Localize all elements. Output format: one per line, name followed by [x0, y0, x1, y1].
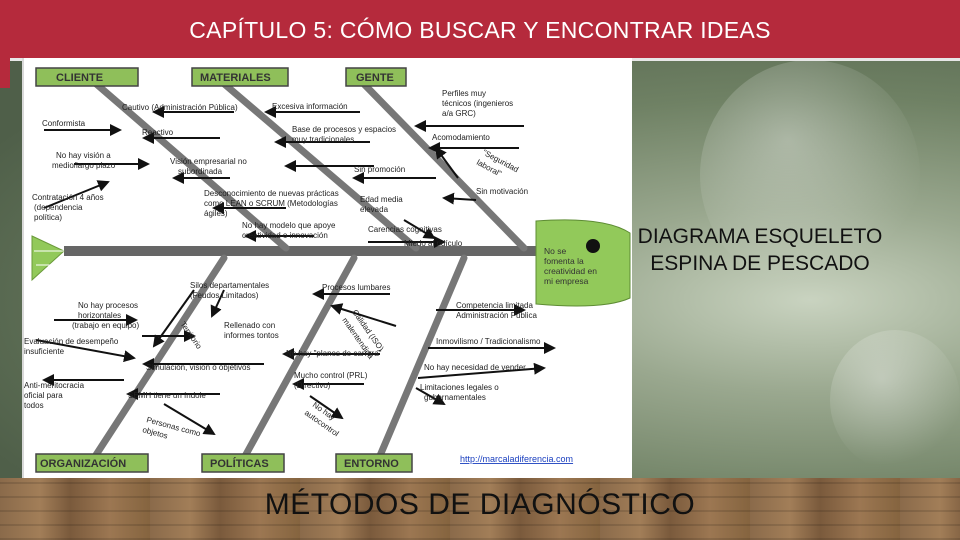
- cause-label: muy tradicionales: [292, 135, 354, 144]
- cause-label: (Feudos Limitados): [190, 291, 259, 300]
- cause-label: Visión empresarial no: [170, 157, 247, 166]
- lightbulb-decoration: [830, 330, 960, 470]
- head-line-2: fomenta la: [544, 256, 584, 266]
- cause-label: subordinada: [178, 167, 223, 176]
- cause-label: informes tontos: [224, 331, 279, 340]
- cause-label: todos: [24, 401, 44, 410]
- cause-label: insuficiente: [24, 347, 65, 356]
- cause-label: Cautivo (Administración Pública): [122, 103, 238, 112]
- cause-label: Procesos lumbares: [322, 283, 390, 292]
- cause-label: Excesiva información: [272, 102, 348, 111]
- fishbone-svg: No se fomenta la creatividad en mi empre…: [24, 67, 631, 473]
- cause-label: Sin promoción: [354, 165, 405, 174]
- title-bar-accent: [0, 58, 10, 88]
- cause-label: elevada: [360, 205, 389, 214]
- cause-label: política): [34, 213, 62, 222]
- cause-label: Miedo al ridículo: [404, 239, 463, 248]
- cause-label: como LEAN o SCRUM (Metodologías: [204, 199, 338, 208]
- cause-label: a/a GRC): [442, 109, 476, 118]
- cause-label: Limitaciones legales o: [420, 383, 499, 392]
- category-gente: GENTE: [356, 72, 394, 84]
- source-url[interactable]: http://marcaladiferencia.com: [460, 454, 573, 464]
- cause-label: SEMH tiene un índole: [128, 391, 206, 400]
- cause-label: Base de procesos y espacios: [292, 125, 396, 134]
- cause-labels: Cautivo (Administración Pública) Conform…: [24, 89, 541, 441]
- fishbone-spine: [31, 235, 536, 282]
- fishbone-diagram: No se fomenta la creatividad en mi empre…: [22, 58, 632, 478]
- cause-label: Perfiles muy: [442, 89, 486, 98]
- cause-label: medio/largo plazo: [52, 161, 116, 170]
- cause-label: gubernamentales: [424, 393, 486, 402]
- category-politicas: POLÍTICAS: [210, 457, 269, 470]
- category-organizacion: ORGANIZACIÓN: [40, 457, 126, 470]
- cause-label: No hay procesos: [78, 301, 138, 310]
- cause-label: Evaluación de desempeño: [24, 337, 119, 346]
- cause-label: No hay necesidad de vender: [424, 363, 526, 372]
- title-bar: [0, 0, 960, 61]
- cause-label: (dependencia: [34, 203, 83, 212]
- cause-label: Contratación 4 años: [32, 193, 104, 202]
- cause-label: Edad media: [360, 195, 403, 204]
- cause-label: Desconocimiento de nuevas prácticas: [204, 189, 339, 198]
- cause-label: Acomodamiento: [432, 133, 490, 142]
- cause-label: Mucho control (PRL): [294, 371, 368, 380]
- category-entorno: ENTORNO: [344, 458, 399, 470]
- cause-label: horizontales: [78, 311, 121, 320]
- cause-label: Silos departamentales: [190, 281, 269, 290]
- cause-label: oficial para: [24, 391, 63, 400]
- cause-label: Carencias cognitivas: [368, 225, 442, 234]
- cause-label: Conformista: [42, 119, 86, 128]
- cause-label: No hay "planes de carrera": [286, 349, 382, 358]
- cause-label: Anti-meritocracia: [24, 381, 85, 390]
- cause-label: (Directivo): [294, 381, 331, 390]
- cause-label: Simulación, visión o objetivos: [146, 363, 251, 372]
- fishbone-head: No se fomenta la creatividad en mi empre…: [535, 219, 631, 307]
- cause-label: No hay visión a: [56, 151, 111, 160]
- cause-label: Administración Pública: [456, 311, 537, 320]
- footer-title: MÉTODOS DE DIAGNÓSTICO: [264, 488, 696, 521]
- head-line-3: creatividad en: [544, 266, 597, 276]
- head-line-4: mi empresa: [544, 276, 589, 286]
- cause-label: (trabajo en equipo): [72, 321, 139, 330]
- cause-label: No hay modelo que apoye: [242, 221, 336, 230]
- cause-label: Rellenado con: [224, 321, 275, 330]
- wooden-floor: [0, 478, 960, 540]
- diagram-title: DIAGRAMA ESQUELETO ESPINA DE PESCADO: [610, 223, 910, 277]
- cause-label: Inmovilismo / Tradicionalismo: [436, 337, 541, 346]
- diagram-title-line-1: DIAGRAMA ESQUELETO: [637, 225, 883, 248]
- diagram-title-line-2: ESPINA DE PESCADO: [650, 252, 870, 275]
- category-cliente: CLIENTE: [56, 72, 103, 84]
- category-boxes: CLIENTE MATERIALES GENTE ORGANIZACIÓN PO…: [35, 67, 573, 473]
- cause-label: creatividad o innovación: [242, 231, 328, 240]
- head-line-1: No se: [544, 246, 566, 256]
- category-materiales: MATERIALES: [200, 72, 271, 84]
- cause-label: ágiles): [204, 209, 228, 218]
- cause-label: Sin motivación: [476, 187, 528, 196]
- cause-arrows: [35, 106, 556, 436]
- lightbulb-decoration: [700, 60, 920, 290]
- cause-label: Reactivo: [142, 128, 174, 137]
- slide-title: CAPÍTULO 5: CÓMO BUSCAR Y ENCONTRAR IDEA…: [189, 17, 771, 43]
- cause-label: Competencia limitada: [456, 301, 533, 310]
- cause-label: técnicos (ingenieros: [442, 99, 513, 108]
